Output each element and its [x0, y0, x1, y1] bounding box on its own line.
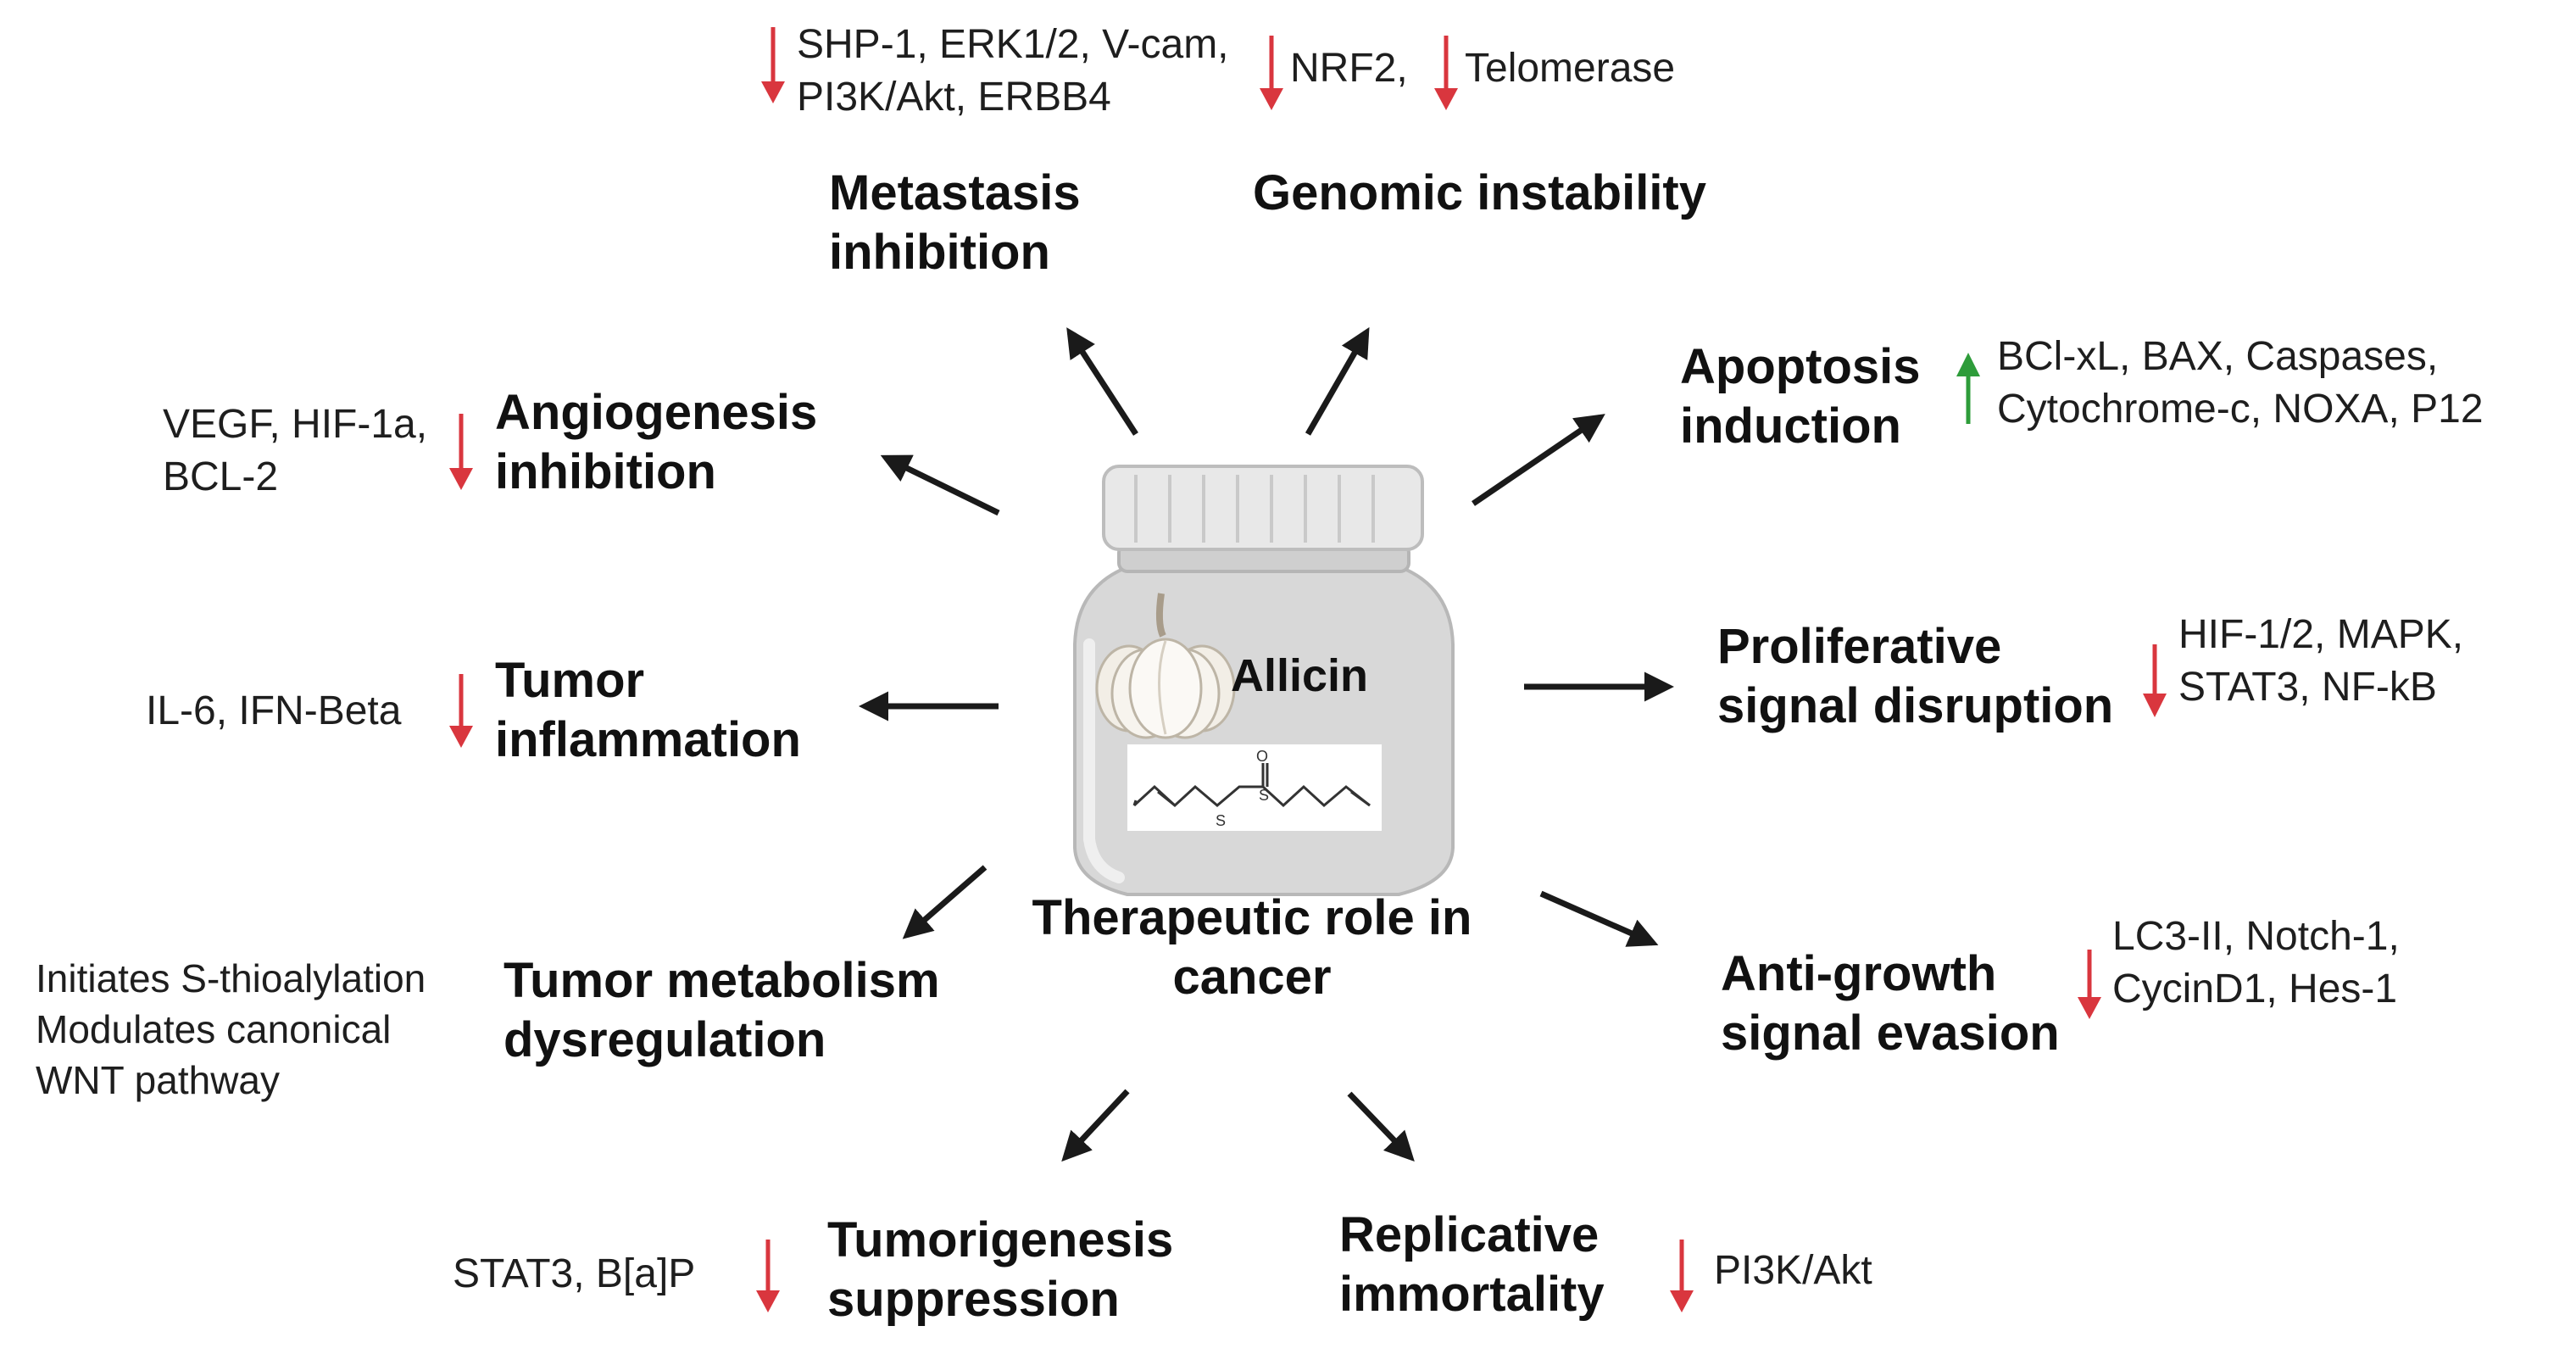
jar-label: Allicin [1231, 650, 1369, 701]
title-line: Apoptosis [1680, 339, 1921, 394]
title-line: Tumor metabolism [504, 953, 940, 1008]
antigrowth-title: Anti-growth signal evasion [1721, 944, 2060, 1063]
molecule-line: WNT pathway [36, 1058, 281, 1102]
title-line: Tumorigenesis [827, 1212, 1174, 1268]
red-down-arrow-icon [449, 414, 473, 490]
inflammation-title: Tumor inflammation [495, 651, 801, 770]
tumorigenesis-molecules: STAT3, B[a]P [453, 1251, 696, 1296]
replicative-molecules: PI3K/Akt [1714, 1248, 1872, 1293]
red-down-arrow-icon [2078, 950, 2101, 1019]
replicative-title: Replicative immortality [1339, 1206, 1605, 1324]
title-line: Anti-growth [1721, 946, 1997, 1001]
title-line: Replicative [1339, 1207, 1600, 1262]
tumorigenesis-title: Tumorigenesis suppression [827, 1211, 1173, 1329]
red-down-arrow-icon [761, 27, 785, 103]
center-caption-line: Therapeutic role in [1032, 890, 1472, 945]
center-caption-line: cancer [1172, 950, 1332, 1005]
molecule-line: Initiates S-thioalylation [36, 956, 426, 1000]
molecule-line: BCl-xL, BAX, Caspases, [1997, 334, 2439, 379]
arrow-metabolism [902, 865, 988, 939]
proliferative-title: Proliferative signal disruption [1717, 617, 2113, 736]
allicin-structure-icon: S O S [1127, 744, 1382, 831]
title-line: immortality [1339, 1267, 1605, 1322]
title-line: induction [1680, 398, 1901, 454]
apoptosis-molecules: BCl-xL, BAX, Caspases, Cytochrome-c, NOX… [1997, 331, 2484, 436]
arrow-angiogenesis [880, 454, 1000, 516]
title-line: suppression [827, 1272, 1120, 1327]
metabolism-title: Tumor metabolism dysregulation [504, 951, 940, 1070]
garlic-icon [1095, 593, 1236, 739]
title-line: Metastasis [829, 165, 1081, 220]
molecule-line: STAT3, NF-kB [2178, 665, 2437, 710]
angiogenesis-molecules: VEGF, HIF-1a, BCL-2 [163, 398, 427, 504]
molecule-line: VEGF, HIF-1a, [163, 402, 428, 447]
green-up-arrow-icon [1956, 353, 1980, 424]
red-down-arrow-icon [2143, 644, 2167, 717]
arrow-replicative [1347, 1091, 1415, 1162]
antigrowth-molecules: LC3-II, Notch-1, CycinD1, Hes-1 [2112, 911, 2400, 1016]
metabolism-molecules: Initiates S-thioalylation Modulates cano… [36, 953, 426, 1106]
title-line: Tumor [495, 653, 645, 708]
red-down-arrow-icon [756, 1240, 780, 1312]
arrow-apoptosis [1472, 414, 1605, 506]
metastasis-title: Metastasis inhibition [829, 164, 1081, 282]
molecule-line: CycinD1, Hes-1 [2112, 967, 2398, 1011]
svg-text:O: O [1256, 748, 1268, 765]
title-line: inflammation [495, 712, 801, 767]
molecule-line: LC3-II, Notch-1, [2112, 914, 2400, 959]
red-down-arrow-icon [449, 674, 473, 748]
apoptosis-title: Apoptosis induction [1680, 337, 1921, 456]
center-caption: Therapeutic role in cancer [1027, 889, 1477, 1007]
arrow-tumorigenesis [1061, 1089, 1130, 1162]
molecule-line: Cytochrome-c, NOXA, P12 [1997, 387, 2484, 432]
arrow-genomic [1305, 326, 1370, 436]
svg-text:S: S [1216, 812, 1226, 829]
title-line: signal evasion [1721, 1006, 2060, 1061]
title-line: dysregulation [504, 1012, 826, 1067]
metastasis-molecules: SHP-1, ERK1/2, V-cam, PI3K/Akt, ERBB4 [797, 19, 1229, 124]
molecule-line: PI3K/Akt, ERBB4 [797, 75, 1111, 120]
title-line: Angiogenesis [495, 385, 818, 440]
molecule-line: Modulates canonical [36, 1007, 392, 1051]
genomic-molecules-b: Telomerase [1465, 46, 1676, 91]
red-down-arrow-icon [1434, 36, 1458, 110]
molecule-line: BCL-2 [163, 454, 279, 499]
title-line: inhibition [829, 225, 1050, 280]
title-line: Proliferative [1717, 619, 2002, 674]
red-down-arrow-icon [1260, 36, 1283, 110]
title-line: signal disruption [1717, 678, 2114, 733]
proliferative-molecules: HIF-1/2, MAPK, STAT3, NF-kB [2178, 609, 2463, 714]
red-down-arrow-icon [1670, 1240, 1694, 1312]
genomic-title: Genomic instability [1253, 165, 1706, 220]
angiogenesis-title: Angiogenesis inhibition [495, 383, 817, 502]
svg-text:S: S [1259, 787, 1269, 804]
arrow-metastasis [1066, 327, 1138, 436]
inflammation-molecules: IL-6, IFN-Beta [146, 688, 402, 733]
molecule-line: HIF-1/2, MAPK, [2178, 612, 2464, 657]
title-line: inhibition [495, 444, 716, 499]
molecule-line: SHP-1, ERK1/2, V-cam, [797, 22, 1229, 67]
arrow-antigrowth [1539, 890, 1659, 947]
genomic-molecules-a: NRF2, [1290, 46, 1408, 91]
